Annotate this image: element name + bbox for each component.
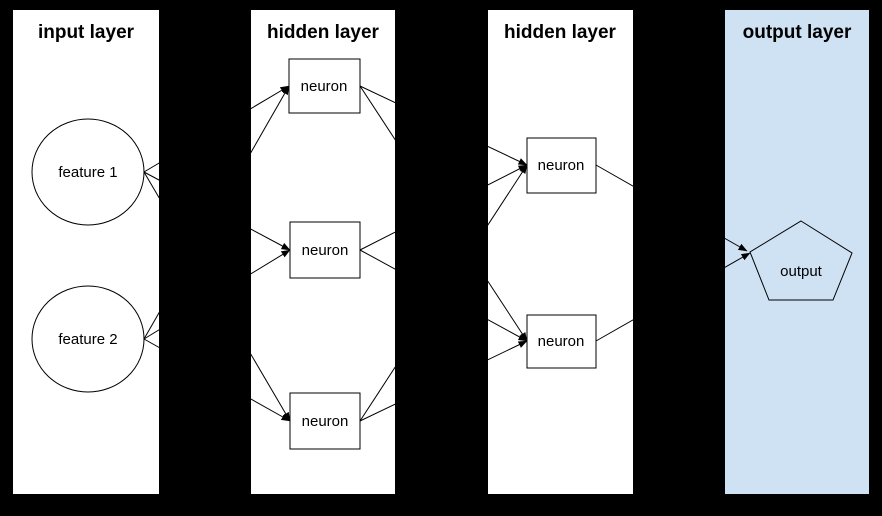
output-layer-nodes: output xyxy=(749,220,853,301)
hidden1-neuron-1-label: neuron xyxy=(301,78,348,95)
hidden-layer-1-title: hidden layer xyxy=(267,22,380,43)
edge-h2n1-output xyxy=(595,164,748,252)
hidden1-neuron-2-label: neuron xyxy=(302,242,349,259)
hidden-layer-2-panel xyxy=(488,10,633,494)
hidden1-neuron-1-node xyxy=(288,58,361,114)
feature-1-node xyxy=(31,118,145,226)
hidden2-neuron-2-label: neuron xyxy=(538,333,585,350)
feature-2-label: feature 2 xyxy=(58,331,117,348)
edge-h1n2-h2n1 xyxy=(359,164,528,251)
hidden-layer-2-title: hidden layer xyxy=(504,22,617,43)
edge-feature1-h1n3 xyxy=(143,171,291,422)
hidden1-neuron-3-node xyxy=(289,392,361,450)
edge-feature2-h1n3 xyxy=(143,338,291,422)
output-label: output xyxy=(780,263,823,280)
hidden-layer-1-nodes: neuron neuron neuron xyxy=(288,58,361,450)
edge-feature2-h1n2 xyxy=(143,249,291,340)
hidden2-neuron-2-node xyxy=(526,314,597,369)
edge-feature1-h1n1 xyxy=(143,85,290,173)
hidden-layer-2-nodes: neuron neuron xyxy=(526,137,597,369)
edge-h1n1-h2n2 xyxy=(359,85,528,342)
edges xyxy=(143,85,751,422)
hidden1-neuron-3-label: neuron xyxy=(302,413,349,430)
edge-h1n3-h2n2 xyxy=(359,340,528,422)
input-layer-panel xyxy=(13,10,159,494)
input-layer-title: input layer xyxy=(38,22,135,43)
edge-h1n2-h2n2 xyxy=(359,249,528,342)
output-layer-panel xyxy=(725,10,869,494)
output-node xyxy=(749,220,853,301)
output-layer-title: output layer xyxy=(743,22,852,43)
feature-2-node xyxy=(31,285,145,393)
edge-feature2-h1n1 xyxy=(143,85,290,340)
edge-h1n1-h2n1 xyxy=(359,85,528,166)
edge-h2n2-output xyxy=(595,252,751,342)
feature-1-label: feature 1 xyxy=(58,164,117,181)
input-layer-nodes: feature 1 feature 2 xyxy=(31,118,145,393)
hidden2-neuron-1-label: neuron xyxy=(538,157,585,174)
edge-h1n3-h2n1 xyxy=(359,164,528,422)
hidden2-neuron-1-node xyxy=(526,137,597,194)
hidden1-neuron-2-node xyxy=(289,221,361,279)
